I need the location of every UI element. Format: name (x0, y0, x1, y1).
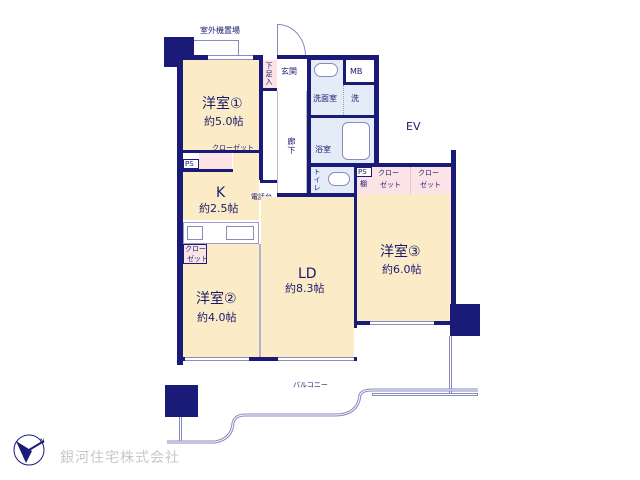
closet-w3-right-bottom: ゼット (420, 181, 441, 189)
kitchen-name: K (216, 185, 226, 201)
room-western2 (183, 264, 259, 357)
window-western1 (208, 55, 253, 60)
wall-wet-top (307, 55, 379, 60)
wall-wet-right (374, 55, 379, 170)
balcony-label: バルコニー (293, 381, 328, 389)
entrance-door-leaf (277, 24, 278, 56)
room-western3 (357, 194, 451, 321)
sliding-door-w2-ld (259, 244, 261, 357)
hallway-label: 廊下 (287, 137, 296, 155)
entrance-area (277, 55, 307, 91)
wall-w3-right (451, 150, 456, 305)
wall-wet-left (307, 55, 311, 195)
washer-label: 洗 (351, 94, 359, 103)
mb-closet (343, 60, 374, 85)
shelf (356, 177, 372, 194)
western1-size: 約5.0帖 (204, 115, 244, 128)
closet-w3-left-bottom: ゼット (380, 181, 401, 189)
window-ld (278, 357, 354, 361)
western3-name: 洋室③ (380, 244, 421, 260)
closet-w3-right (411, 167, 451, 194)
room-western1 (183, 60, 259, 150)
toilet-label: トイレ (313, 168, 321, 192)
shoe-storage-label: 下足入 (265, 62, 273, 86)
ld-size: 約8.3帖 (285, 282, 325, 295)
balcony-rail-left (179, 417, 182, 442)
closet-w2 (183, 244, 207, 264)
compass-north-bird-icon: N (13, 434, 45, 466)
balcony-rail-right (449, 336, 452, 394)
shoe-storage (263, 60, 277, 88)
wall-toilet-top (307, 163, 379, 167)
closet-w3-left-top: クロー (378, 169, 399, 177)
window-western2 (185, 357, 249, 361)
compass: N (12, 433, 46, 467)
kitchen-size: 約2.5帖 (199, 202, 239, 215)
outdoor-unit-label: 室外機置場 (200, 26, 240, 35)
entrance-label: 玄関 (281, 67, 297, 76)
closet-w1 (199, 153, 232, 171)
column-bottom-left (165, 385, 198, 417)
wall-toilet-bottom (277, 193, 357, 197)
wall-closet-w1-bottom (183, 169, 233, 172)
sink-icon (314, 63, 338, 77)
closet-w1-label: クローゼット (212, 144, 254, 152)
closet-w3-left (372, 167, 411, 194)
western1-name: 洋室① (202, 96, 243, 112)
closet-w2-bottom: ゼット (187, 255, 208, 263)
ev-label: EV (406, 120, 421, 133)
room-ld (261, 221, 354, 357)
wall-phone (260, 180, 277, 183)
kitchen-sink-icon (226, 226, 254, 240)
room-kitchen (183, 172, 259, 220)
mb-label: MB (350, 67, 363, 76)
wall-bath-top (311, 115, 374, 118)
wall-w3-left (354, 163, 357, 328)
ps-left-label: PS (185, 160, 194, 168)
outer-wall-left (177, 60, 183, 365)
room-western2-top (207, 244, 259, 264)
wall-bottom (177, 357, 357, 361)
closet-w3-right-top: クロー (418, 169, 439, 177)
stove-icon (187, 226, 203, 240)
ps-box-left (183, 159, 199, 169)
ps-right-label: PS (358, 168, 367, 176)
toilet-bowl-icon (328, 172, 350, 186)
balcony-edge-right (372, 393, 478, 396)
room-ld-upper (261, 197, 354, 221)
bathtub-icon (342, 122, 370, 160)
entrance-door-swing (278, 24, 306, 56)
western2-name: 洋室② (196, 291, 237, 307)
closet-w2-top: クロー (185, 245, 206, 253)
svg-text:N: N (40, 438, 45, 445)
ld-name: LD (298, 266, 317, 282)
washroom-label: 洗面室 (313, 94, 337, 103)
kitchen-upper-right (233, 153, 259, 172)
wall-w1-bottom (183, 150, 263, 153)
column-right (450, 304, 480, 336)
wall-w3-top (354, 163, 456, 167)
wall-w1-right (259, 55, 263, 180)
bathroom-label: 浴室 (315, 145, 331, 154)
western3-size: 約6.0帖 (382, 263, 422, 276)
washer-area (343, 85, 374, 115)
shelf-label: 棚 (360, 180, 367, 188)
balcony-outline (167, 388, 478, 444)
company-name: 銀河住宅株式会社 (60, 450, 180, 466)
window-western3 (370, 321, 434, 325)
wall-shoe-bottom (263, 88, 279, 91)
western2-size: 約4.0帖 (197, 311, 237, 324)
